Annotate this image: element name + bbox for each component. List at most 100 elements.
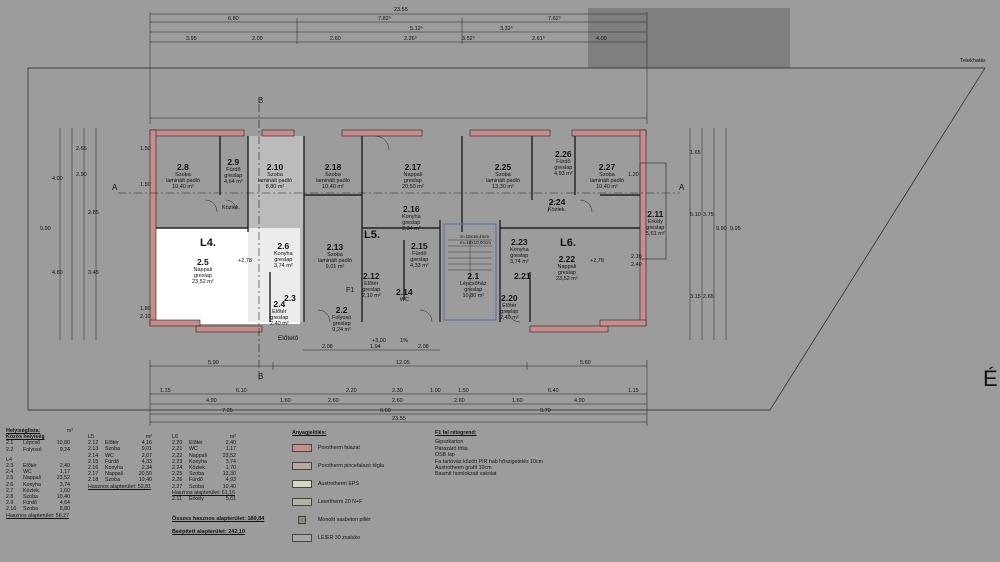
legend-swatch [292,480,312,488]
legend-item: Porotherm pincefalazó tégla [292,462,432,470]
legend-item: Porotherm falazat [292,444,432,452]
stair-spec-1: S=18x16,4mm [460,234,490,239]
dim-right-4: 9.95 [730,226,741,232]
section-mark-b-top: B [258,96,264,105]
section-mark-a-right: A [679,183,685,192]
dim-top-2: 7.82⁵ [378,16,391,22]
dim-bot-3: 5.60 [580,360,591,366]
elev-label-l4: +2,78 [238,258,252,264]
balcony-outline [639,162,667,260]
dim-right-5: 9.90 [716,226,727,232]
dim-top-r3-6: 2.61⁵ [532,36,545,42]
legend-swatch [292,498,312,506]
legend-item: LEIER 30 zsaluko [292,534,432,542]
dim-right-2: 3.75 [703,212,714,218]
legend-swatch [292,444,312,452]
dim-top-mid2: 3.32⁵ [500,26,513,32]
floor-plan-svg [27,8,986,426]
dim-overall-top: 23.55 [394,7,408,13]
room-2-21: 2.21 [514,271,531,281]
side-dimension-lines [59,128,727,340]
level-label: +3,00 [372,338,386,344]
elev-label-l6: +2,78 [590,258,604,264]
dim-bot-r3-6: 1.60 [512,398,523,404]
title-block [588,8,790,68]
dim-entrance-1: 2.08 [322,344,333,350]
dim-right-10: 2.40 [631,262,642,268]
dim-top-1: 6.80 [228,16,239,22]
f1-wall-label: F1 [346,287,355,294]
exterior-walls [149,129,647,333]
dim-bot-r4-2: 6.60 [380,408,391,414]
dim-overall-bottom: 23.55 [392,416,406,422]
dim-left-6: 1.50 [140,182,151,188]
dim-bot-r2-3: 2.20 [346,388,357,394]
dim-right-1: 1.65 [690,150,701,156]
room-fills [154,136,304,324]
f1-layer: Baumit homlokzati vakolat [435,471,497,478]
f1-title: F1 fal rétegrend: [435,430,477,436]
dim-right-6: 3.15 [690,294,701,300]
dim-left-10: 2.85 [88,210,99,216]
dim-top-r3-3: 2.60 [330,36,341,42]
f1-layer: Gipszkarton [435,439,464,446]
plot-boundary [28,67,986,411]
dim-right-8: 1.20 [628,172,639,178]
legend-item: Leiertherm 20 N+F [292,498,432,506]
dim-top-r3-2: 2.00 [252,36,263,42]
dim-left-4: 4.80 [52,270,63,276]
material-legend: Anyagjelölés: Porotherm falazat Porother… [292,430,442,550]
dim-top-r3-1: 3.95 [186,36,197,42]
dim-top-3: 7.62⁵ [548,16,561,22]
interior-walls [156,136,640,322]
dim-top-r3-4: 2.26⁵ [404,36,417,42]
dim-left-8: 2.10 [140,314,151,320]
slope-label: 1% [400,338,408,344]
bottom-dimension-lines [149,349,648,426]
stair-spec-2: m=18x10,00cm [460,240,491,245]
neighbor-label: Telekhatár [960,58,986,64]
dim-bot-r2-2: 6.10 [236,388,247,394]
corner-letter: É [983,366,998,391]
dim-bot-r2-8: 1.15 [628,388,639,394]
dim-right-9: 2.10 [631,254,642,260]
dim-left-11: 3.45 [88,270,99,276]
dim-left-3: 9.90 [40,226,51,232]
dim-bot-1: 5.90 [208,360,219,366]
dim-top-mid: 5.12⁵ [410,26,423,32]
section-mark-b-bottom: B [258,372,264,381]
dim-bot-r4-1: 7.25 [222,408,233,414]
dim-entrance-3: 2.08 [418,344,429,350]
dim-bot-r2-5: 1.00 [430,388,441,394]
dim-bot-2: 12.05 [396,360,410,366]
dim-bot-r3-1: 4.90 [206,398,217,404]
legend-item: Austrotherm EPS [292,480,432,488]
dim-bot-r3-5: 2.60 [454,398,465,404]
stairwell [443,223,497,321]
dim-left-7: 1.80 [140,306,151,312]
dim-bot-r2-1: 1.15 [160,388,171,394]
apartment-l5: L5. [364,229,380,241]
legend-item: Monolit vasbeton pillér [292,516,432,524]
f1-layer: Austrotherm grafit 10cm [435,465,492,472]
dim-bot-r3-3: 2.60 [328,398,339,404]
dim-top-r3-5: 3.52⁵ [462,36,475,42]
